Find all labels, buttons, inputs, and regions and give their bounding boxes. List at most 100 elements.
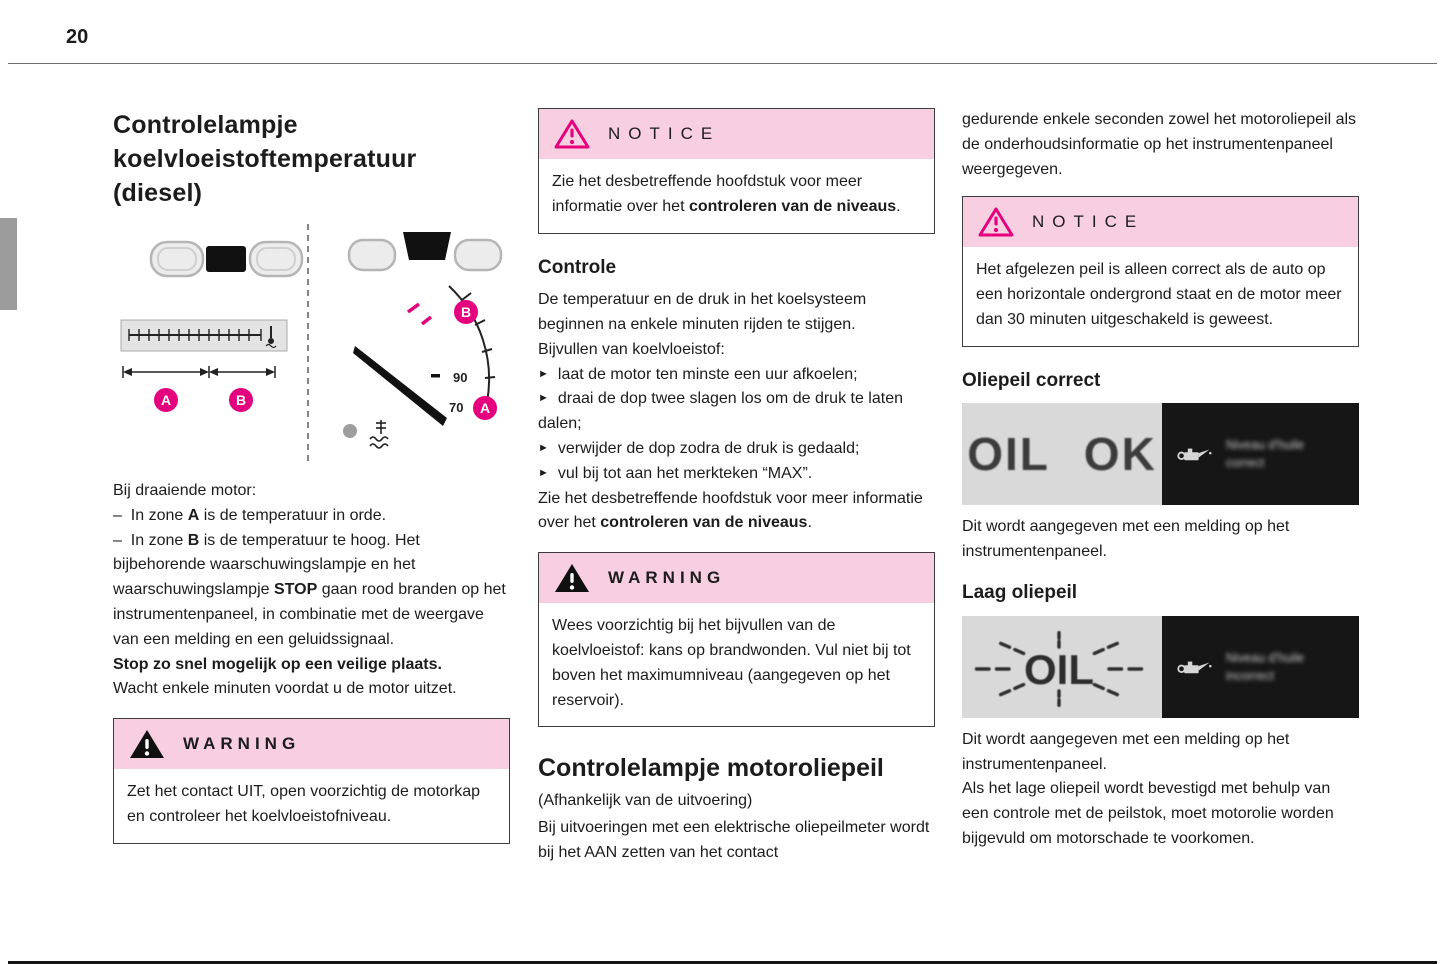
notice-box-body: Het afgelezen peil is alleen correct als…	[963, 247, 1358, 345]
warning-box-header: WARNING	[114, 719, 509, 770]
oil-ok-message-panel: Niveau d'huile correct	[1162, 403, 1359, 506]
oil-ok-text: OIL OK	[967, 427, 1157, 480]
paragraph: De temperatuur en de druk in het koelsys…	[538, 291, 867, 334]
warning-box-refill: WARNING Wees voorzichtig bij het bijvull…	[538, 552, 935, 728]
gauge-zone-b-label: B	[461, 304, 471, 320]
cluster-right	[347, 232, 503, 272]
oil-low-text: OIL	[1024, 646, 1094, 693]
needle-gauge: 90 70 B A	[343, 285, 497, 449]
bar-gauge	[120, 319, 288, 352]
text: verwijder de dop zodra de druk is gedaal…	[557, 440, 860, 458]
text: gaan rood branden op het instrumentenpan…	[113, 581, 506, 648]
text-bold: controleren van de niveaus	[688, 197, 897, 215]
oil-ok-display: OIL OK Niveau d'huile correct	[962, 403, 1359, 506]
list-item: ► verwijder de dop zodra de druk is gedaa…	[538, 437, 935, 462]
section-title-coolant: Controlelampje koelvloeistoftemperatuur …	[113, 111, 417, 207]
text: correct	[1226, 456, 1265, 471]
paragraph: Bij uitvoeringen met een elektrische oli…	[538, 819, 930, 862]
text: .	[896, 197, 901, 215]
bullet-arrow-icon: ►	[538, 367, 549, 380]
notice-box-level-reading: NOTICE Het afgelezen peil is alleen corr…	[962, 196, 1359, 347]
zone-a-item: – In zone A is de temperatuur in orde.	[113, 504, 510, 529]
gauge-tick-70: 70	[449, 400, 463, 415]
zone-a-label: A	[161, 392, 171, 408]
motor-intro-text: Bij draaiende motor:	[113, 482, 257, 499]
header-rule	[8, 63, 1437, 64]
text: .	[807, 514, 812, 532]
oil-low-message-panel: Niveau d'huile incorrect	[1162, 615, 1359, 718]
variant-note: (Afhankelijk van de uitvoering)	[538, 792, 753, 810]
text: is de temperatuur te hoog. Het bijbehore…	[113, 531, 420, 599]
bullet-arrow-icon: ►	[538, 392, 549, 405]
warning-title: WARNING	[608, 568, 726, 588]
paragraph: Dit wordt aangegeven met een melding op …	[962, 518, 1290, 561]
list-item: ► laat de motor ten minste een uur afkoel…	[538, 363, 935, 388]
warning-text: Zet het contact UIT, open voorzichtig de…	[127, 783, 481, 825]
oil-blinking-graphic: OIL	[974, 630, 1144, 707]
oil-low-display: OIL Niveau d'huile incorrect	[962, 615, 1359, 718]
paragraph: Dit wordt aangegeven met een melding op …	[962, 730, 1290, 773]
warning-title: WARNING	[183, 734, 301, 753]
section-edge-tab	[0, 218, 17, 310]
notice-box-levels: NOTICE Zie het desbetreffende hoofdstuk …	[538, 108, 935, 234]
page-bottom-edge	[8, 961, 1437, 964]
wait-advice-text: Wacht enkele minuten voordat u de motor …	[113, 680, 457, 698]
column-right: gedurende enkele seconden zowel het moto…	[962, 108, 1359, 852]
zone-dimensions: A B	[122, 366, 276, 412]
text: Zie het desbetreffende hoofdstuk voor me…	[538, 489, 923, 532]
zone-b-label: B	[236, 392, 246, 408]
oil-ok-heading: Oliepeil correct	[962, 369, 1101, 391]
column-middle: NOTICE Zie het desbetreffende hoofdstuk …	[538, 108, 935, 866]
text-bold: B	[187, 531, 200, 549]
controle-heading: Controle	[538, 256, 617, 278]
notice-text: Het afgelezen peil is alleen correct als…	[976, 261, 1342, 328]
text: is de temperatuur in orde.	[199, 506, 387, 524]
warning-box-header: WARNING	[539, 553, 934, 604]
gauge-zone-a-label: A	[480, 400, 490, 416]
paragraph: gedurende enkele seconden zowel het moto…	[962, 111, 1357, 178]
gauge-zone-a-badge	[473, 396, 497, 420]
warning-triangle-icon	[130, 730, 164, 759]
section-title-oil-level: Controlelampje motoroliepeil	[538, 754, 884, 783]
notice-triangle-icon	[554, 119, 590, 149]
notice-title: NOTICE	[1032, 212, 1145, 232]
text: Niveau d'huile	[1226, 650, 1305, 665]
text: Niveau d'huile	[1226, 438, 1305, 453]
column-left: Controlelampje koelvloeistoftemperatuur …	[113, 108, 510, 844]
oil-low-message: Niveau d'huile incorrect	[1226, 649, 1304, 685]
text: – In zone	[113, 506, 188, 524]
warning-box-body: Wees voorzichtig bij het bijvullen van d…	[539, 603, 934, 726]
page-number: 20	[66, 26, 89, 48]
notice-box-header: NOTICE	[963, 197, 1358, 248]
paragraph: Als het lage oliepeil wordt bevestigd me…	[962, 780, 1334, 847]
gauge-tick-90: 90	[453, 370, 467, 385]
oil-low-heading: Laag oliepeil	[962, 582, 1078, 604]
text: draai de dop twee slagen los om de druk …	[538, 390, 903, 433]
coolant-symbol-icon	[369, 420, 389, 449]
notice-triangle-icon	[978, 207, 1014, 237]
text: Zie het desbetreffende hoofdstuk voor me…	[552, 173, 863, 215]
paragraph: Zie het desbetreffende hoofdstuk voor me…	[538, 487, 935, 537]
gauge-zone-b-badge	[454, 300, 478, 324]
text: laat de motor ten minste een uur afkoele…	[557, 365, 858, 383]
warning-triangle-icon	[555, 564, 589, 593]
coolant-diagram: A B 90	[113, 220, 510, 465]
notice-box-header: NOTICE	[539, 109, 934, 159]
notice-title: NOTICE	[608, 123, 721, 143]
notice-box-body: Zie het desbetreffende hoofdstuk voor me…	[539, 159, 934, 233]
oil-can-icon	[1177, 449, 1212, 461]
bullet-arrow-icon: ►	[538, 466, 549, 479]
oil-can-icon	[1177, 661, 1212, 674]
warning-box-body: Zet het contact UIT, open voorzichtig de…	[114, 769, 509, 843]
paragraph: Bijvullen van koelvloeistof:	[538, 340, 725, 358]
cluster-left	[149, 240, 304, 278]
zone-b-item: – In zone B is de temperatuur te hoog. H…	[113, 529, 510, 653]
bullet-arrow-icon: ►	[538, 442, 549, 455]
oil-low-screen: OIL	[962, 615, 1162, 718]
list-item: ► vul bij tot aan het merkteken “MAX”.	[538, 462, 935, 487]
oil-ok-screen: OIL OK	[962, 403, 1162, 506]
warning-text: Wees voorzichtig bij het bijvullen van d…	[552, 617, 911, 709]
text-bold: STOP	[273, 581, 318, 599]
text: vul bij tot aan het merkteken “MAX”.	[557, 464, 813, 482]
text-bold: controleren van de niveaus	[600, 514, 808, 532]
